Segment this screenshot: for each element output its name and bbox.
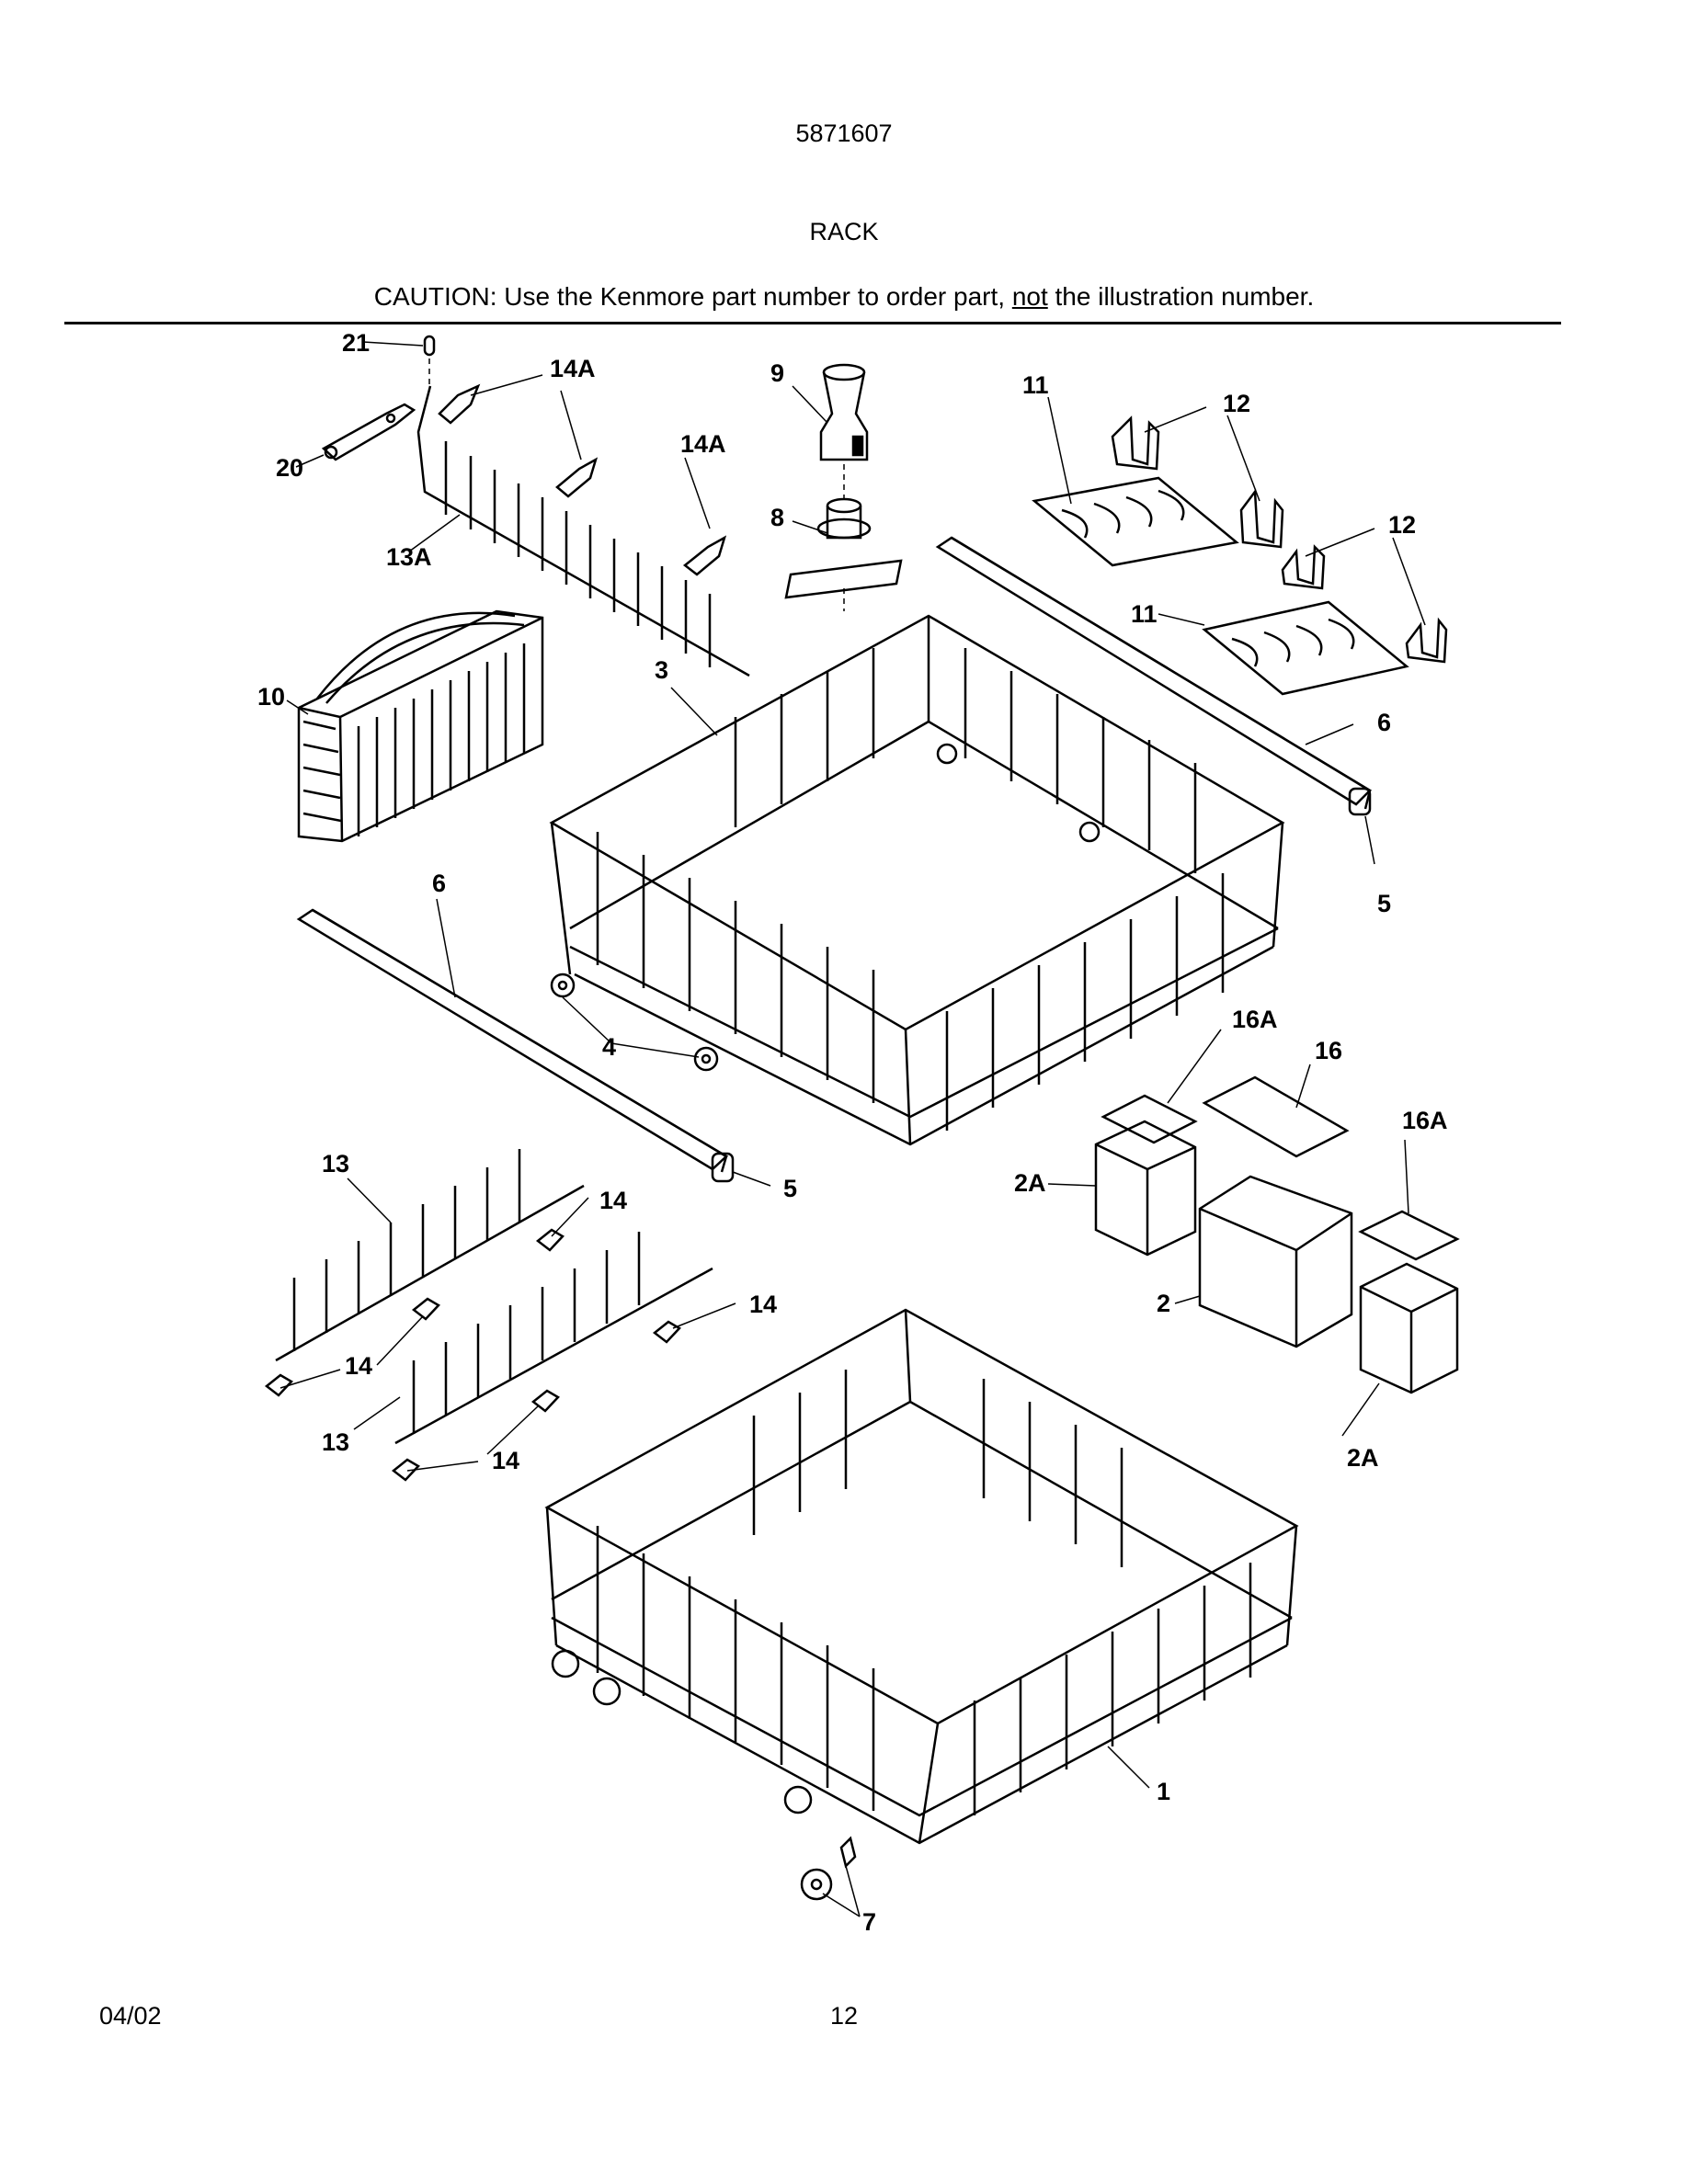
callout-c3: 3 bbox=[655, 656, 668, 684]
part-1-lower-rack bbox=[544, 1308, 1299, 1845]
part-5-stop-upper bbox=[1348, 787, 1372, 816]
callout-c14A_a: 14A bbox=[550, 355, 596, 382]
caution-suffix: the illustration number. bbox=[1047, 282, 1315, 311]
callout-c11_a: 11 bbox=[1022, 371, 1049, 399]
part-2-baskets bbox=[1094, 1120, 1459, 1394]
part-10-basket bbox=[297, 609, 544, 843]
part-13A-tine-row bbox=[416, 385, 750, 677]
callout-c20: 20 bbox=[276, 454, 303, 482]
callout-labels: 212014A14A13A98111112121036655416A1616A2… bbox=[257, 329, 1448, 1936]
header-rule bbox=[64, 322, 1561, 324]
part-9-nozzle bbox=[819, 363, 869, 501]
callout-c14_d: 14 bbox=[492, 1447, 519, 1474]
callout-c4: 4 bbox=[602, 1033, 616, 1061]
callout-c13_a: 13 bbox=[322, 1150, 349, 1177]
callout-c12_a: 12 bbox=[1223, 390, 1250, 417]
callout-c5_b: 5 bbox=[783, 1175, 797, 1202]
callout-c14_a: 14 bbox=[599, 1187, 627, 1214]
part-13-tine-rows bbox=[275, 1149, 713, 1445]
callout-c7: 7 bbox=[862, 1908, 876, 1936]
callout-c9: 9 bbox=[770, 359, 784, 387]
part-14-clips bbox=[264, 1228, 681, 1482]
part-3-upper-rack bbox=[549, 614, 1285, 1146]
part-4-rollers bbox=[550, 973, 719, 1072]
callout-c8: 8 bbox=[770, 504, 784, 531]
part-11-cup-shelves bbox=[1032, 476, 1409, 696]
caution-emphasis: not bbox=[1011, 282, 1048, 311]
part-16-lids bbox=[1101, 1075, 1460, 1261]
part-7-wheel bbox=[800, 1836, 857, 1901]
callout-c16A_a: 16A bbox=[1232, 1006, 1278, 1033]
page-number: 12 bbox=[829, 2002, 859, 2030]
callout-c1: 1 bbox=[1157, 1778, 1170, 1805]
caution-note: CAUTION: Use the Kenmore part number to … bbox=[0, 282, 1688, 312]
caution-prefix: CAUTION: Use the Kenmore part number to … bbox=[373, 282, 1012, 311]
callout-c14_c: 14 bbox=[345, 1352, 372, 1380]
callout-c14A_b: 14A bbox=[680, 430, 726, 458]
callout-c14_b: 14 bbox=[749, 1291, 777, 1318]
part-6-rail-upper bbox=[935, 536, 1373, 810]
callout-c5_a: 5 bbox=[1377, 890, 1391, 917]
part-5-stop-lower bbox=[711, 1152, 735, 1183]
part-20-clip bbox=[321, 403, 416, 461]
callout-c6_b: 6 bbox=[432, 870, 446, 897]
callout-c13A: 13A bbox=[386, 543, 432, 571]
part-8-mount bbox=[784, 497, 903, 611]
callout-c10: 10 bbox=[257, 683, 285, 711]
callout-c16: 16 bbox=[1315, 1037, 1342, 1064]
callout-leaders bbox=[279, 341, 1426, 1917]
callout-c2A_a: 2A bbox=[1014, 1169, 1046, 1197]
part-6-rail-lower bbox=[296, 908, 729, 1173]
callout-c2: 2 bbox=[1157, 1290, 1170, 1317]
revision-date: 04/02 bbox=[99, 2002, 162, 2030]
callout-c6_a: 6 bbox=[1377, 709, 1391, 736]
section-title: RACK bbox=[809, 218, 879, 245]
callout-c13_b: 13 bbox=[322, 1428, 349, 1456]
part-21-pin bbox=[423, 335, 436, 384]
callout-c11_b: 11 bbox=[1131, 600, 1158, 628]
part-12-hinges bbox=[1111, 415, 1448, 664]
model-number: 5871607 bbox=[795, 119, 893, 147]
part-14A-clips bbox=[438, 383, 727, 576]
callout-c16A_b: 16A bbox=[1402, 1107, 1448, 1134]
callout-c21: 21 bbox=[342, 329, 370, 357]
callout-c12_b: 12 bbox=[1388, 511, 1416, 539]
callout-c2A_b: 2A bbox=[1347, 1444, 1379, 1472]
